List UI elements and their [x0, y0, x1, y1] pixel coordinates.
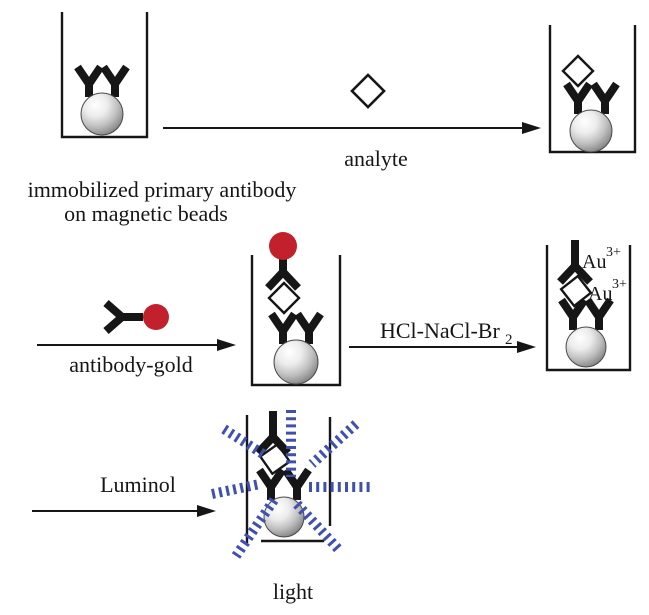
primary-antibody-icon [260, 470, 283, 500]
primary-antibody-icon [78, 67, 101, 97]
well-analyte-captured [548, 25, 637, 154]
light-label: light [273, 579, 313, 604]
arrow-head-icon [197, 505, 216, 517]
gold-nanoparticle-icon [143, 304, 169, 330]
gold-nanoparticle-icon [269, 232, 297, 260]
well-primary-antibody [60, 12, 149, 139]
magnetic-bead-icon [569, 109, 613, 153]
well-chemiluminescence [210, 410, 373, 559]
detection-antibody-icon [106, 303, 143, 331]
magnetic-bead-icon [80, 92, 124, 136]
primary-antibody-icon [298, 314, 321, 344]
primary-antibody-icon [567, 84, 590, 114]
analyte-label: analyte [344, 146, 408, 171]
oxidant-label-subscript: 2 [505, 332, 513, 348]
well-outline [60, 12, 149, 139]
caption-line2: on magnetic beads [64, 201, 228, 226]
arrow-head-icon [217, 339, 236, 351]
caption-line1: immobilized primary antibody [28, 177, 297, 202]
well-sandwich-gold [250, 232, 342, 387]
arrow-head-icon [517, 341, 536, 353]
gold-ion-superscript: 3+ [612, 277, 627, 292]
gold-ion-label: Au [582, 251, 606, 273]
analyte-diamond-icon [561, 54, 595, 88]
well-outline [250, 255, 342, 387]
well-gold-ions: Au 3+ Au 3+ [545, 240, 632, 372]
light-ray-icon [221, 424, 269, 461]
magnetic-bead-icon [273, 339, 319, 385]
gold-ion-label: Au [588, 283, 612, 305]
magnetic-bead-icon [263, 496, 305, 538]
arrow-head-icon [522, 122, 541, 134]
luminol-label: Luminol [100, 472, 176, 497]
light-ray-icon [308, 420, 360, 468]
reaction-arrow-luminol [32, 505, 216, 517]
primary-antibody-icon [104, 67, 127, 97]
reaction-arrow-oxidant [349, 341, 536, 353]
antibody-gold-label: antibody-gold [69, 352, 192, 377]
oxidant-label: HCl-NaCl-Br [380, 318, 500, 343]
primary-antibody-icon [594, 84, 617, 114]
gold-ion-superscript: 3+ [606, 245, 621, 260]
light-ray-icon [210, 479, 262, 499]
magnetic-bead-icon [565, 326, 607, 368]
primary-antibody-icon [272, 314, 295, 344]
light-rays [210, 410, 373, 559]
antibody-gold-conjugate [106, 303, 169, 331]
well-outline [545, 245, 632, 372]
reaction-arrow-analyte [163, 122, 541, 134]
reaction-arrow-antibody-gold [37, 339, 236, 351]
light-ray-icon [293, 500, 343, 554]
analyte-diamond-icon [350, 73, 386, 109]
primary-antibody-icon [286, 470, 309, 500]
